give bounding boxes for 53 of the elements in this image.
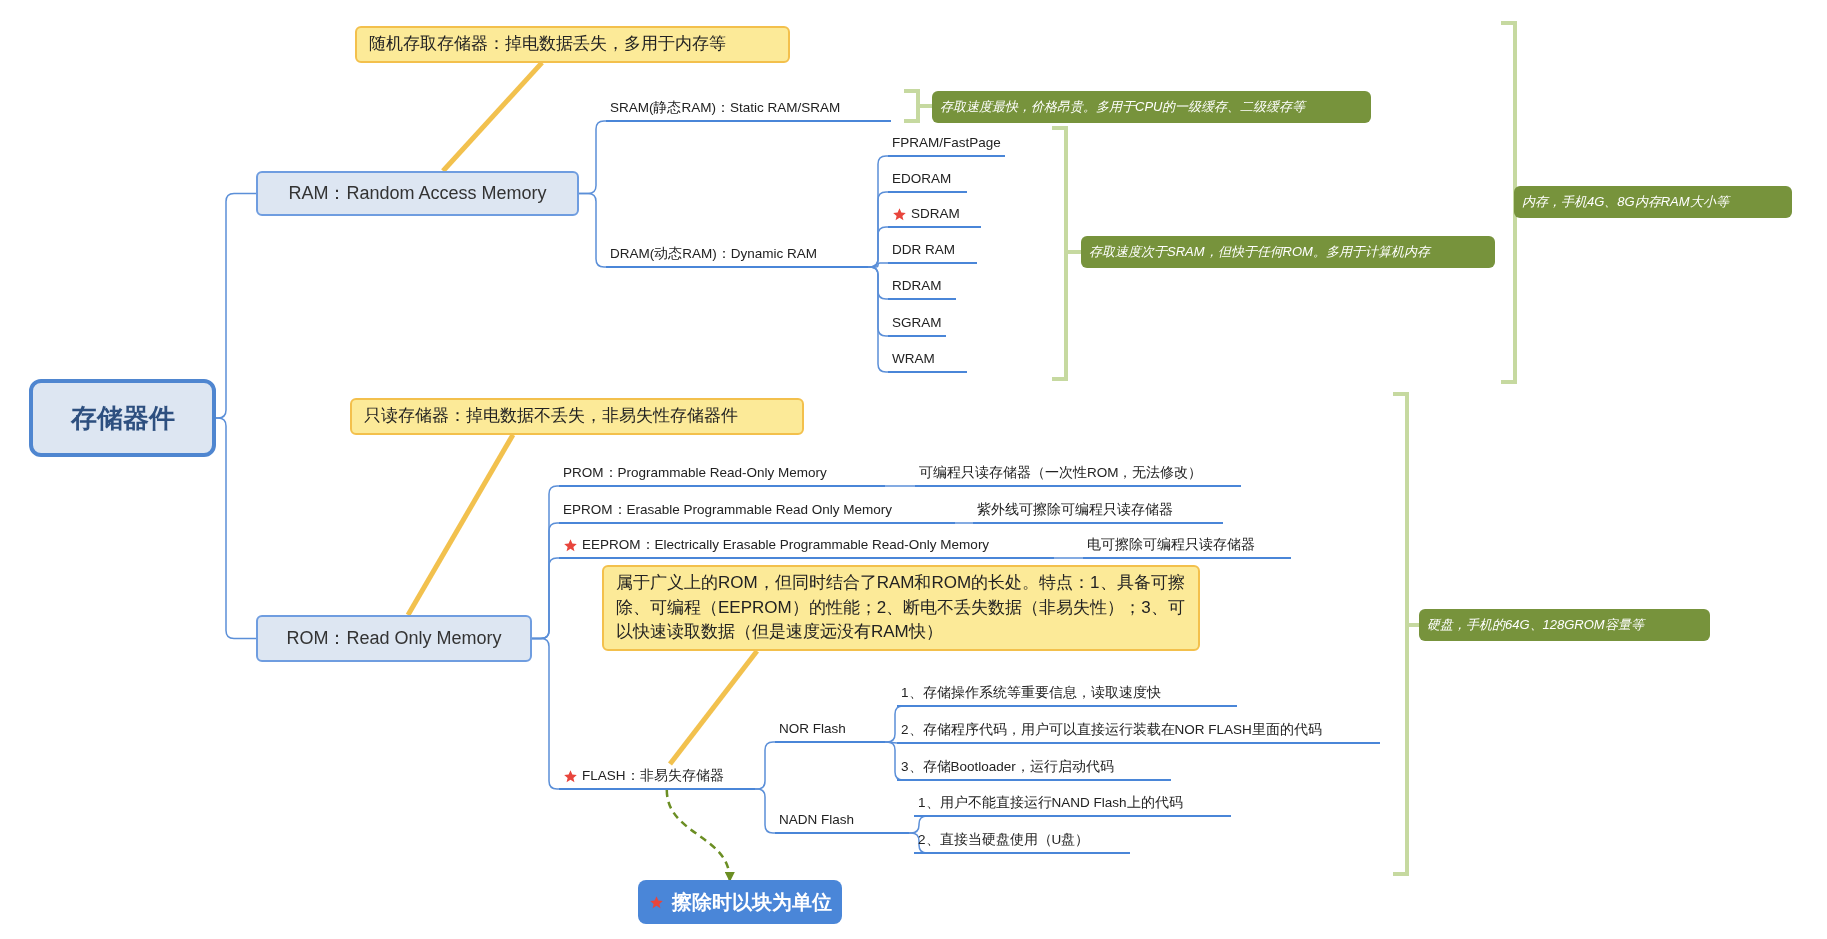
- topic-text: 1、用户不能直接运行NAND Flash上的代码: [918, 793, 1183, 812]
- topic-text: SGRAM: [892, 313, 942, 332]
- connector-line: [884, 485, 916, 487]
- summary-note: [1514, 186, 1792, 218]
- topic-text: FPRAM/FastPage: [892, 133, 1001, 152]
- connector-line: [578, 192, 607, 268]
- connector-line: [1053, 557, 1084, 559]
- floating-topic-box: [638, 880, 842, 924]
- topic-text: 只读存储器：掉电数据不丢失，非易失性存储器件: [364, 405, 738, 427]
- topic-text: 2、存储程序代码，用户可以直接运行装载在NOR FLASH里面的代码: [901, 720, 1322, 739]
- connector-line: [531, 637, 560, 790]
- topic-text: 属于广义上的ROM，但同时结合了RAM和ROM的长处。特点：1、具备可擦除、可编程（EEPROM）的性能；2、断电不丢失数据（非易失性）；3、可以快速读取数据（但是速度远没有RAM快）: [616, 572, 1186, 644]
- topic-text: RAM：Random Access Memory: [288, 182, 547, 205]
- summary-note: [1081, 236, 1495, 268]
- topic-text: PROM：Programmable Read-Only Memory: [563, 463, 827, 482]
- topic-box: [256, 615, 532, 662]
- topic-text: 紫外线可擦除可编程只读存储器: [977, 500, 1173, 519]
- topic-text: 存取速度次于SRAM，但快于任何ROM。多用于计算机内存: [1089, 243, 1430, 261]
- callout-box: [602, 565, 1200, 651]
- topic-text: SDRAM: [911, 204, 960, 223]
- connector-line: [665, 789, 734, 882]
- summary-note: [932, 91, 1371, 123]
- topic-box: [256, 171, 579, 216]
- topic-text: 2、直接当硬盘使用（U盘）: [918, 830, 1090, 849]
- topic-text: 电可擦除可编程只读存储器: [1087, 535, 1255, 554]
- topic-text: 硬盘，手机的64G、128GROM容量等: [1427, 616, 1644, 634]
- topic-text: RDRAM: [892, 276, 942, 295]
- topic-text: DDR RAM: [892, 240, 955, 259]
- topic-text: 内存，手机4G、8G内存RAM大小等: [1522, 193, 1729, 211]
- topic-text: 存储器件: [70, 401, 175, 435]
- topic-text: 随机存取存储器：掉电数据丢失，多用于内存等: [369, 33, 726, 55]
- topic-text: ROM：Read Only Memory: [286, 627, 502, 650]
- callout-box: [355, 26, 790, 63]
- topic-text: EDORAM: [892, 169, 952, 188]
- topic-text: 擦除时以块为单位: [671, 890, 832, 915]
- topic-text: EEPROM：Electrically Erasable Programmable Read-Only Memory: [582, 535, 990, 554]
- topic-text: EPROM：Erasable Programmable Read Only Memory: [563, 500, 893, 519]
- summary-note: [1419, 609, 1710, 641]
- topic-text: 可编程只读存储器（一次性ROM，无法修改）: [919, 463, 1203, 482]
- topic-text: NOR Flash: [779, 719, 846, 738]
- connector-line: [215, 417, 257, 640]
- callout-box: [350, 398, 804, 435]
- topic-text: NADN Flash: [779, 810, 854, 829]
- topic-text: 1、存储操作系统等重要信息，读取速度快: [901, 683, 1161, 702]
- connector-line: [867, 266, 889, 373]
- connector-line: [954, 522, 974, 524]
- topic-text: SRAM(静态RAM)：Static RAM/SRAM: [610, 98, 841, 117]
- topic-text: FLASH：非易失存储器: [582, 766, 724, 785]
- root-topic-box: [29, 379, 216, 457]
- topic-text: 3、存储Bootloader，运行启动代码: [901, 757, 1114, 776]
- topic-text: DRAM(动态RAM)：Dynamic RAM: [610, 244, 817, 263]
- topic-text: 存取速度最快，价格昂贵。多用于CPU的一级缓存、二级缓存等: [940, 98, 1306, 116]
- topic-text: WRAM: [892, 349, 935, 368]
